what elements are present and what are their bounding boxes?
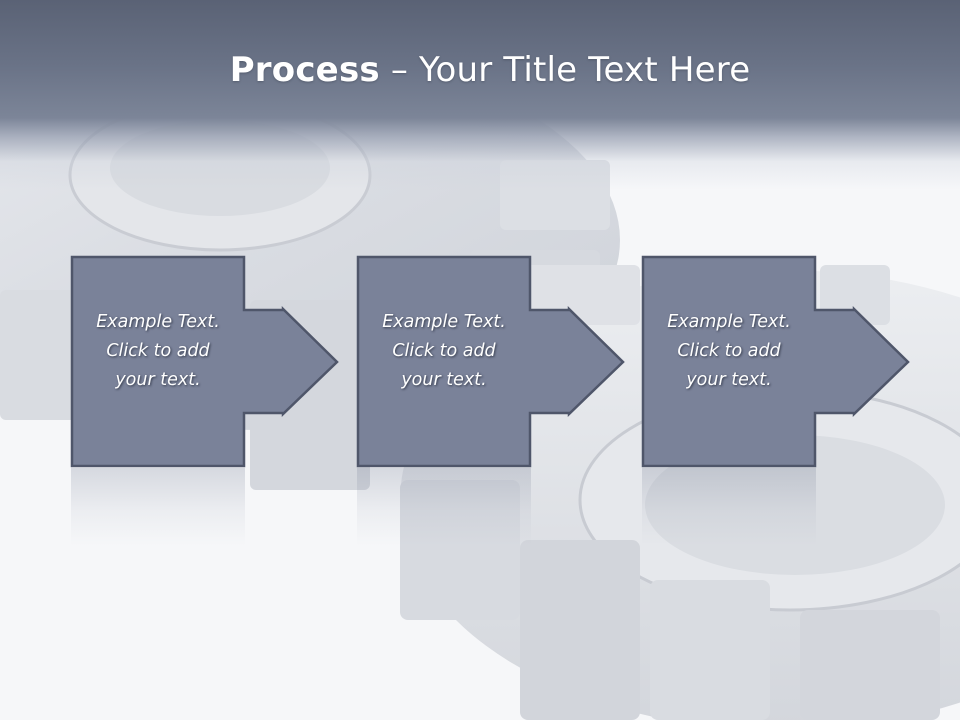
step-1-line-2: Click to add (106, 341, 210, 361)
process-step-1[interactable]: Example Text. Click to add your text. (70, 255, 359, 468)
step-2-line-1: Example Text. (382, 312, 506, 332)
step-3-line-1: Example Text. (667, 312, 791, 332)
arrow-box-shape (70, 255, 339, 468)
arrow-box-shape (356, 255, 625, 468)
step-1-reflection (71, 468, 245, 546)
arrow-box-shape (641, 255, 910, 468)
title-strong: Process (229, 50, 380, 90)
step-1-line-3: your text. (115, 370, 201, 390)
step-2-line-3: your text. (401, 370, 487, 390)
step-3-text: Example Text. Click to add your text. (644, 308, 814, 395)
process-step-2[interactable]: Example Text. Click to add your text. (356, 255, 645, 468)
step-2-line-2: Click to add (392, 341, 496, 361)
step-3-line-2: Click to add (677, 341, 781, 361)
step-3-line-3: your text. (686, 370, 772, 390)
title-band (0, 0, 960, 190)
process-step-3[interactable]: Example Text. Click to add your text. (641, 255, 930, 468)
step-3-reflection (642, 468, 816, 546)
step-2-reflection (357, 468, 531, 546)
step-1-line-1: Example Text. (96, 312, 220, 332)
slide-title[interactable]: Process – Your Title Text Here (0, 50, 960, 90)
step-1-text: Example Text. Click to add your text. (73, 308, 243, 395)
title-rest: – Your Title Text Here (379, 50, 751, 90)
step-2-text: Example Text. Click to add your text. (359, 308, 529, 395)
